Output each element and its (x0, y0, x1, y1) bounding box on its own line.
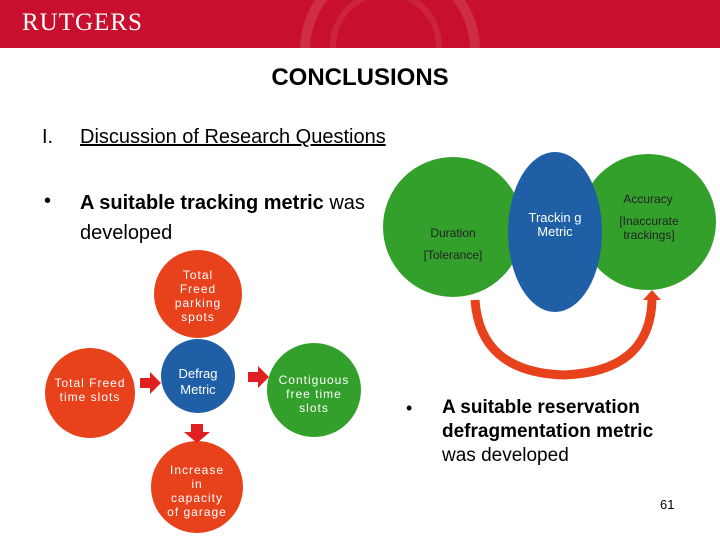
inaccurate-label: [Inaccurate trackings] (603, 214, 695, 242)
top-circle-label: Total Freed parking spots (168, 268, 228, 324)
reservation-bullet-rest: was developed (442, 445, 569, 466)
bottom-circle-label: Increase in capacity of garage (167, 463, 227, 519)
connecting-arc (475, 300, 652, 375)
reservation-bullet-text: A suitable reservation defragmentation m… (442, 396, 672, 468)
arc-arrowhead (643, 290, 661, 300)
page-number: 61 (660, 497, 674, 512)
duration-label: Duration (410, 226, 496, 240)
bullet-marker-2: • (406, 398, 412, 419)
defrag-metric-label: Defrag Metric (170, 366, 226, 398)
right-arrow (248, 366, 269, 388)
tolerance-label: [Tolerance] (410, 248, 496, 262)
left-circle-label: Total Freed time slots (52, 376, 128, 404)
accuracy-label: Accuracy (600, 192, 696, 206)
tracking-metric-label: Trackin g Metric (515, 211, 595, 239)
right-circle-label: Contiguous free time slots (276, 373, 352, 415)
left-arrow (140, 372, 161, 394)
down-arrow (184, 424, 210, 443)
reservation-bullet-bold: A suitable reservation defragmentation m… (442, 397, 653, 442)
